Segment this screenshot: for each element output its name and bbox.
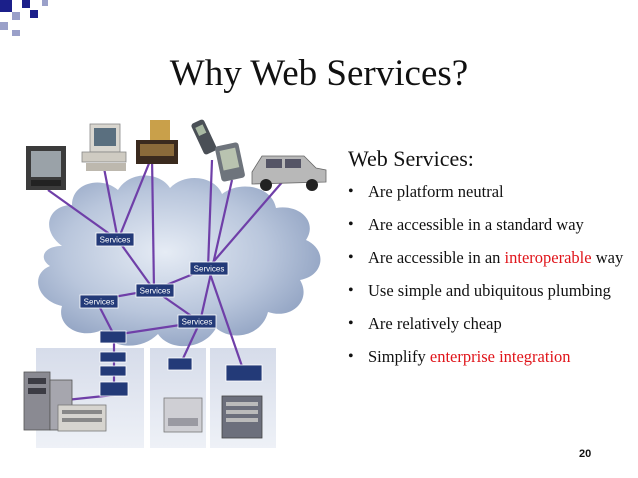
bullet-dot: • bbox=[348, 249, 354, 266]
slide-title: Why Web Services? bbox=[169, 53, 469, 94]
service-node-2: Services bbox=[189, 261, 229, 276]
pda-icon bbox=[215, 142, 245, 182]
service-node-3: Services bbox=[135, 283, 175, 298]
mobile-phone-icon bbox=[191, 119, 217, 155]
bullet-item: •Are accessible in a standard way bbox=[348, 215, 584, 234]
bullet-item: •Are relatively cheap bbox=[348, 314, 502, 333]
bullet-dot: • bbox=[348, 216, 354, 233]
svg-text:Services: Services bbox=[100, 236, 131, 245]
service-node-4: Services bbox=[79, 294, 119, 309]
bullet-dot: • bbox=[348, 183, 354, 200]
svg-text:Services: Services bbox=[194, 265, 225, 274]
bullet-item: •Are accessible in an interoperable way bbox=[348, 248, 624, 267]
cube-server-icon bbox=[221, 395, 263, 439]
bullet-dot: • bbox=[348, 282, 354, 299]
service-node-1: Services bbox=[95, 232, 135, 247]
tv-monitor-icon bbox=[26, 146, 66, 190]
bullet-dot: • bbox=[348, 315, 354, 332]
service-node-5: Services bbox=[177, 314, 217, 329]
endpoint-blocks bbox=[99, 330, 263, 397]
bullet-item: •Use simple and ubiquitous plumbing bbox=[348, 281, 611, 300]
cash-register-icon bbox=[136, 120, 178, 164]
bullet-item: •Simplify enterprise integration bbox=[348, 347, 571, 366]
svg-text:Services: Services bbox=[140, 287, 171, 296]
suv-car-icon bbox=[251, 155, 327, 191]
bullet-item: •Are platform neutral bbox=[348, 182, 504, 201]
svg-text:Services: Services bbox=[182, 318, 213, 327]
bullet-dot: • bbox=[348, 348, 354, 365]
content-subheading: Web Services: bbox=[348, 146, 474, 171]
desktop-server-icon bbox=[57, 404, 107, 432]
bullet-content: Web Services: •Are platform neutral •Are… bbox=[344, 146, 624, 380]
bullet-list: •Are platform neutral •Are accessible in… bbox=[344, 182, 624, 366]
page-number: 20 bbox=[579, 448, 592, 460]
rack-server-icon bbox=[163, 397, 203, 433]
desktop-computer-icon bbox=[81, 123, 127, 171]
svg-text:Services: Services bbox=[84, 298, 115, 307]
